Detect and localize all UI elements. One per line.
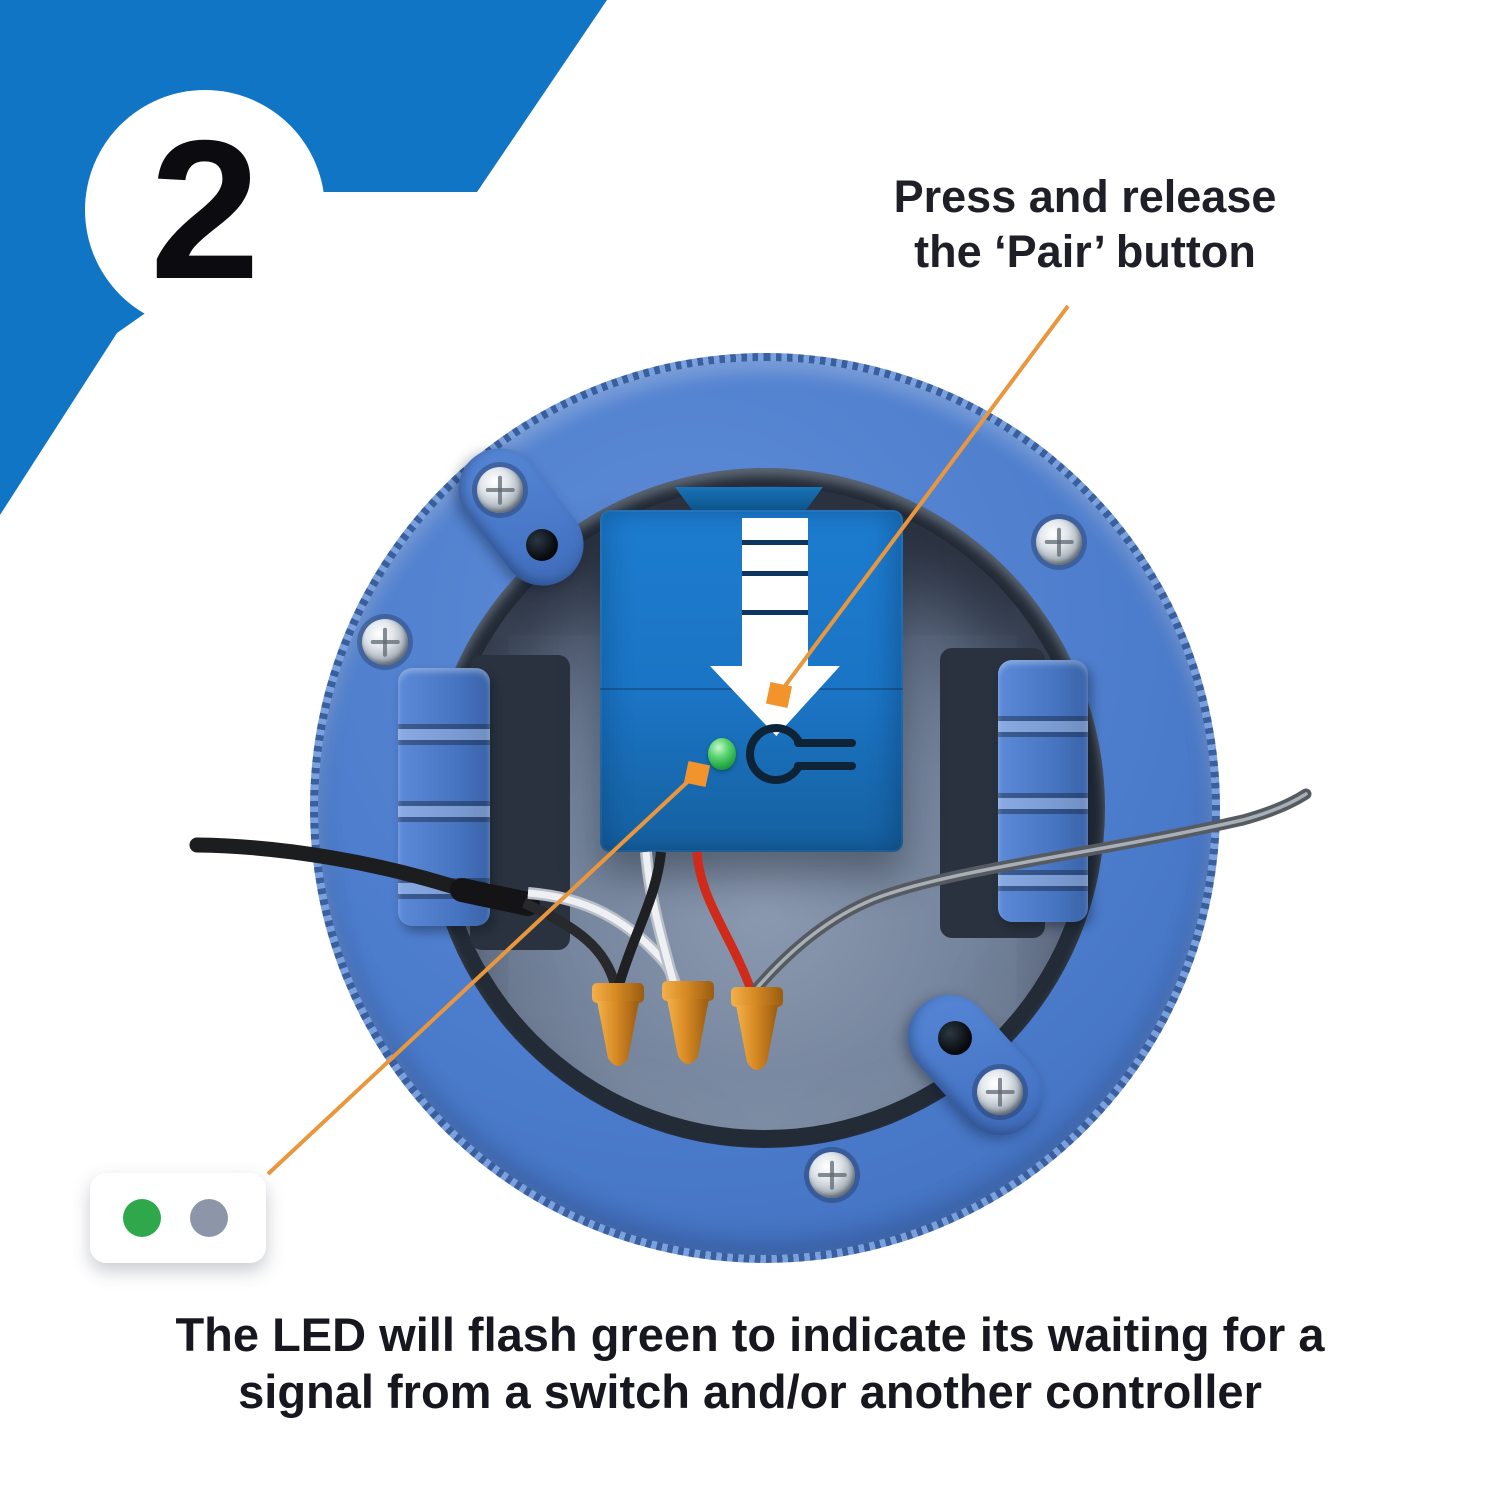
callout-line-pair-button (777, 304, 1070, 696)
caption-text: The LED will flash green to indicate its… (0, 1306, 1500, 1421)
down-arrow-tail-segment (742, 545, 808, 571)
led-off-dot (190, 1199, 228, 1237)
module-clip (675, 487, 823, 511)
black-wire (614, 851, 666, 987)
led-indicator (708, 738, 736, 770)
led-on-dot (123, 1199, 161, 1237)
wire-nut (662, 981, 714, 1064)
black-cable (189, 837, 478, 900)
screw-icon (977, 1069, 1023, 1115)
screw-icon (477, 467, 523, 513)
screw-icon (1036, 519, 1082, 565)
callout-text: Press and release the ‘Pair’ button (845, 170, 1325, 280)
right-clamp-rail (998, 660, 1088, 922)
mounting-hole-bottom-right (938, 1021, 972, 1055)
black-cable-sheath (450, 878, 540, 916)
annotation-marker (683, 760, 711, 788)
mounting-hole-top-left (526, 529, 558, 561)
callout-line-1: Press and release (893, 171, 1277, 222)
down-arrow-gap (742, 571, 808, 576)
caption-line-2: signal from a switch and/or another cont… (238, 1365, 1262, 1419)
gray-wire-highlight (755, 792, 1308, 990)
callout-line-2: the ‘Pair’ button (914, 225, 1256, 277)
wire-nut (592, 983, 644, 1066)
wire-nut (731, 987, 783, 1070)
screw-icon (809, 1152, 855, 1198)
down-arrow-tail-segment (742, 576, 808, 610)
black-wire (521, 898, 620, 987)
annotation-marker (765, 681, 793, 709)
led-legend (90, 1173, 266, 1263)
white-wire (642, 851, 678, 985)
step-number: 2 (149, 99, 261, 320)
red-wire (692, 851, 756, 992)
screw-icon (362, 619, 408, 665)
caption-line-1: The LED will flash green to indicate its… (175, 1308, 1325, 1361)
down-arrow-gap (742, 610, 808, 615)
down-arrow-tail-segment (742, 518, 808, 540)
down-arrow-tail-segment (742, 615, 808, 666)
step-badge: 2 (85, 90, 325, 330)
down-arrow-gap (742, 540, 808, 545)
callout-line-led (266, 771, 699, 1176)
pair-button-icon (746, 724, 856, 784)
